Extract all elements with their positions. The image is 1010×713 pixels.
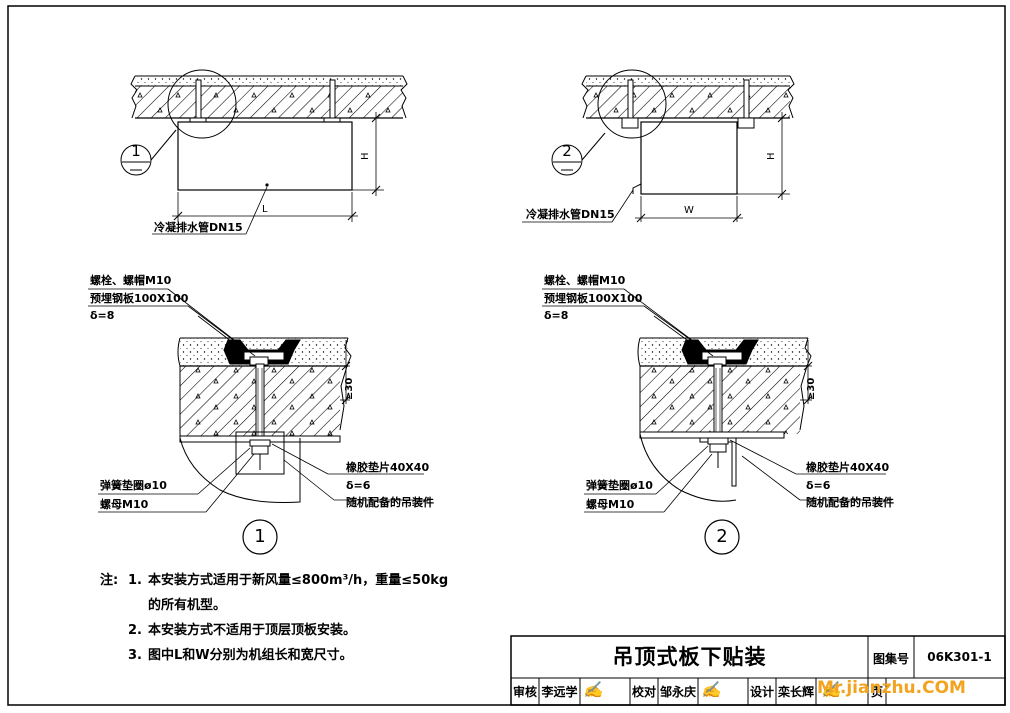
bolt-label-2: 螺栓、螺帽M10 — [544, 274, 626, 287]
plate-thickness-1: δ=8 — [90, 309, 115, 322]
pad-thickness-2: δ=6 — [806, 479, 831, 492]
check-signature: ✍ — [701, 680, 721, 699]
note-number: 1. — [128, 573, 142, 588]
drain-pipe-label-1: 冷凝排水管DN15 — [154, 221, 243, 234]
dim-length-label: L — [262, 204, 268, 215]
washer-label-2: 弹簧垫圈ø10 — [586, 479, 653, 492]
callout-number-1: 1 — [131, 142, 141, 160]
detail-number-2: 2 — [716, 526, 728, 547]
page-label: 页 — [870, 685, 883, 699]
design-name: 栾长辉 — [777, 685, 814, 699]
notes-prefix: 注: — [100, 573, 119, 588]
elevation-1 — [120, 69, 408, 235]
nut-label-2: 螺母M10 — [586, 498, 635, 511]
note-text: 本安装方式不适用于顶层顶板安装。 — [148, 623, 357, 638]
title-block: 吊顶式板下贴装 图集号 06K301-1 审核 李远学 校对 邹永庆 设计 栾长… — [511, 636, 1005, 705]
plate-thickness-2: δ=8 — [544, 309, 569, 322]
hanger-label-2: 随机配备的吊装件 — [806, 496, 894, 509]
check-label: 校对 — [631, 685, 656, 699]
pad-label-1: 橡胶垫片40X40 — [346, 461, 430, 474]
note-text: 的所有机型。 — [148, 598, 227, 613]
pad-thickness-1: δ=6 — [346, 479, 371, 492]
note-text: 图中L和W分别为机组长和宽尺寸。 — [148, 648, 353, 663]
atlas-number: 06K301-1 — [927, 650, 992, 664]
nut-label-1: 螺母M10 — [100, 498, 149, 511]
washer-label-1: 弹簧垫圈ø10 — [100, 479, 167, 492]
note-number: 2. — [128, 623, 142, 638]
min-dim-2: ≥30 — [806, 377, 817, 400]
hanger-label-1: 随机配备的吊装件 — [346, 496, 434, 509]
pad-label-2: 橡胶垫片40X40 — [806, 461, 890, 474]
check-name: 邹永庆 — [659, 685, 696, 699]
note-text: 本安装方式适用于新风量≤800m³/h，重量≤50kg — [148, 573, 449, 588]
design-label: 设计 — [749, 685, 774, 699]
drawing-title: 吊顶式板下贴装 — [612, 645, 767, 669]
design-signature: ✍ — [821, 680, 841, 699]
callout-number-2: 2 — [562, 142, 572, 160]
dim-width-label: W — [684, 205, 694, 216]
note-number: 3. — [128, 648, 142, 663]
review-signature: ✍ — [583, 680, 603, 699]
detail-number-1: 1 — [254, 526, 266, 547]
bolt-label-1: 螺栓、螺帽M10 — [90, 274, 172, 287]
title-block-grid — [510, 635, 1006, 706]
review-name: 李远学 — [541, 685, 578, 699]
sheet-border — [7, 5, 1006, 706]
dim-height-1: H — [360, 152, 371, 160]
detail-1 — [88, 288, 430, 555]
plate-label-1: 预埋钢板100X100 — [90, 292, 189, 305]
plate-label-2: 预埋钢板100X100 — [544, 292, 643, 305]
detail-2 — [542, 288, 892, 555]
dim-height-2: H — [766, 152, 777, 160]
min-dim-1: ≥30 — [344, 377, 355, 400]
elevation-2 — [522, 69, 795, 223]
atlas-label: 图集号 — [872, 652, 909, 666]
watermark: Mr.jianzhu.COM — [817, 678, 966, 698]
review-label: 审核 — [512, 685, 537, 699]
drain-pipe-label-2: 冷凝排水管DN15 — [526, 208, 615, 221]
